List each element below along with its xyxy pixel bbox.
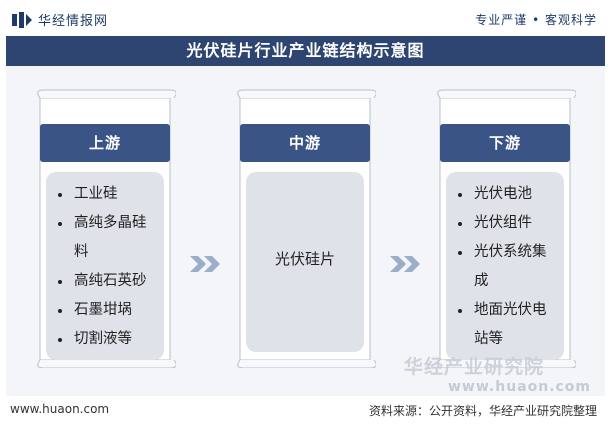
watermark: 华经产业研究院 www.huaon.com xyxy=(404,352,591,395)
midstream-heading: 中游 xyxy=(240,124,370,162)
watermark-url: www.huaon.com xyxy=(448,379,592,395)
upstream-list: 工业硅 高纯多晶硅料 高纯石英砂 石墨坩埚 切割液等 xyxy=(46,172,164,360)
downstream-heading: 下游 xyxy=(440,124,570,162)
top-bar: 华经情报网 专业严谨 • 客观科学 xyxy=(0,0,611,36)
logo-text: 华经情报网 xyxy=(38,14,109,29)
midstream-text: 光伏硅片 xyxy=(274,250,335,268)
watermark-name: 华经产业研究院 xyxy=(404,356,545,378)
upstream-heading: 上游 xyxy=(40,124,170,162)
logo-icon xyxy=(12,11,32,28)
list-item: 工业硅 xyxy=(52,180,164,209)
list-item: 光伏电池 xyxy=(452,180,564,209)
arrow-right-icon xyxy=(390,256,420,272)
list-item: 切割液等 xyxy=(52,325,164,354)
page-title: 光伏硅片行业产业链结构示意图 xyxy=(6,36,605,66)
site-logo[interactable]: 华经情报网 xyxy=(12,10,108,29)
slogan: 专业严谨 • 客观科学 xyxy=(475,13,597,27)
list-item: 高纯石英砂 xyxy=(52,267,164,296)
list-item: 光伏系统集成 xyxy=(452,238,564,296)
footer-website[interactable]: www.huaon.com xyxy=(10,402,110,416)
downstream-list: 光伏电池 光伏组件 光伏系统集成 地面光伏电站等 xyxy=(446,172,564,360)
list-item: 高纯多晶硅料 xyxy=(52,209,164,267)
footer-source: 资料来源：公开资料，华经产业研究院整理 xyxy=(368,404,597,418)
list-item: 光伏组件 xyxy=(452,209,564,238)
arrow-right-icon xyxy=(190,256,220,272)
midstream-box: 光伏硅片 xyxy=(246,172,364,352)
list-item: 石墨坩埚 xyxy=(52,296,164,325)
list-item: 地面光伏电站等 xyxy=(452,296,564,354)
